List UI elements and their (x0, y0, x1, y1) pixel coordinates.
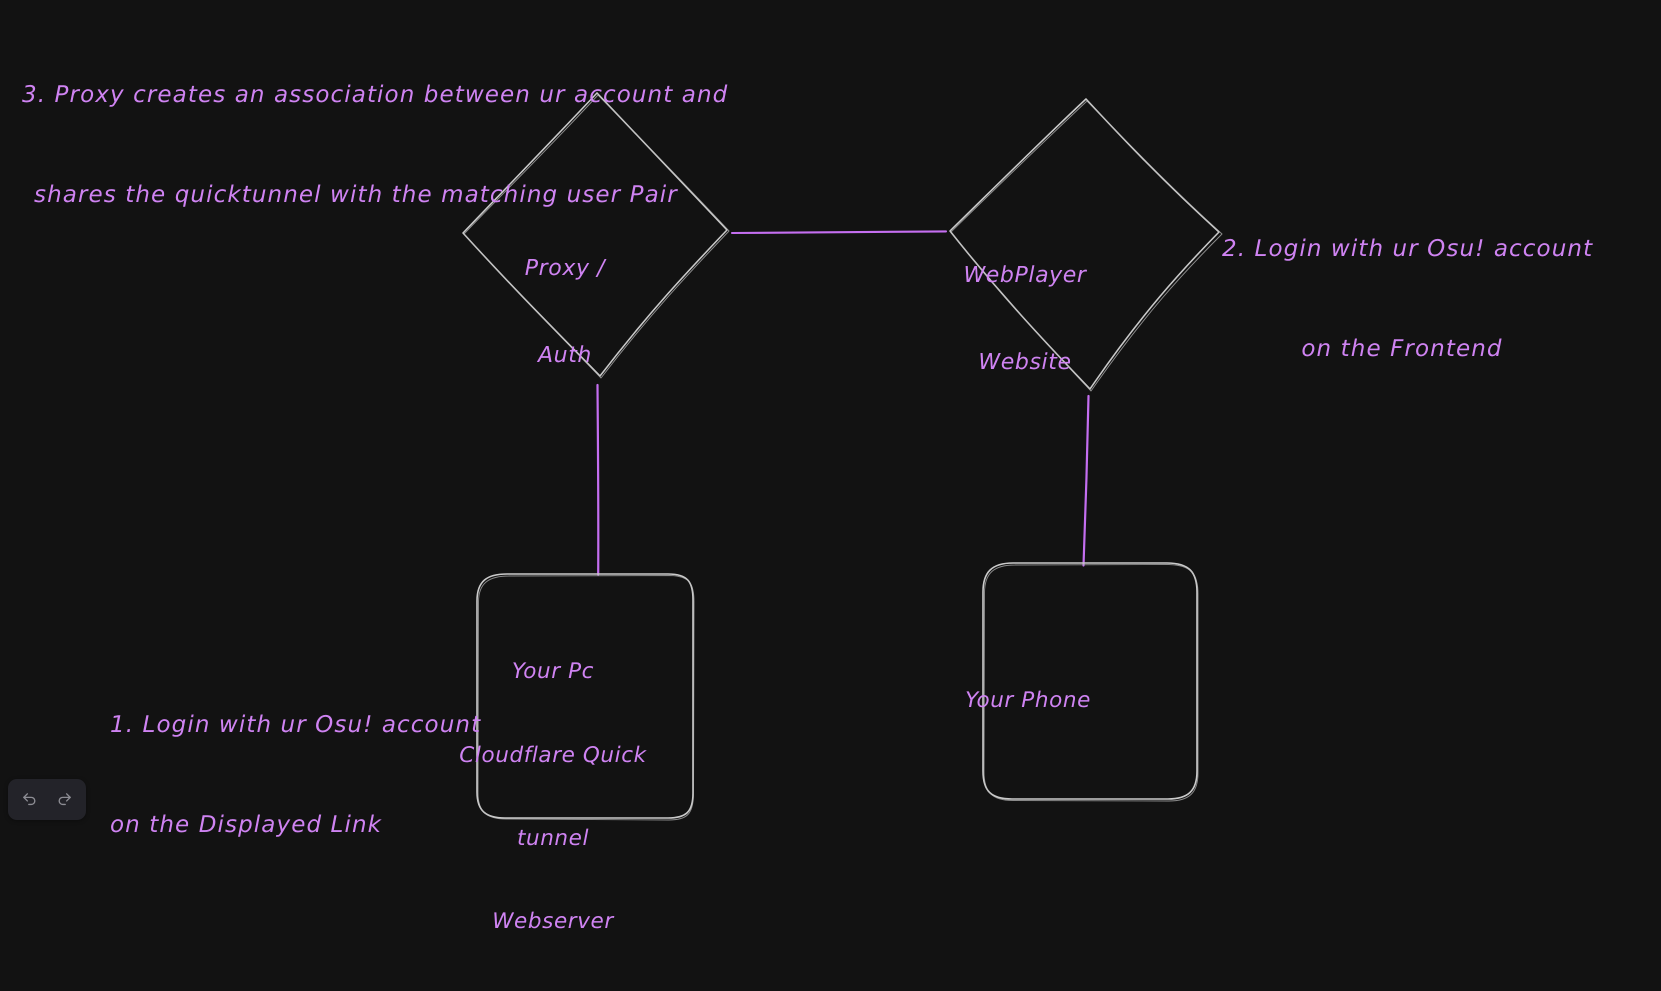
undo-button[interactable] (14, 784, 45, 815)
node-your-pc[interactable] (476, 573, 695, 821)
node-webplayer-website[interactable] (949, 98, 1223, 392)
connector-proxy-to-webplayer[interactable] (730, 230, 948, 235)
undo-redo-toolbar[interactable] (8, 779, 86, 820)
node-proxy-auth[interactable] (462, 92, 730, 379)
connector-proxy-to-your-pc[interactable] (596, 383, 600, 576)
redo-icon (56, 791, 73, 808)
diagram-scene (462, 92, 1223, 821)
label-line: tunnel (516, 825, 590, 851)
connector-webplayer-to-your-phone[interactable] (1082, 394, 1090, 567)
node-your-phone[interactable] (982, 562, 1199, 802)
undo-icon (21, 791, 38, 808)
whiteboard-canvas[interactable]: Proxy / Auth WebPlayer Website Your Pc C… (0, 0, 1661, 934)
label-line: Webserver (492, 909, 614, 935)
redo-button[interactable] (49, 784, 80, 815)
